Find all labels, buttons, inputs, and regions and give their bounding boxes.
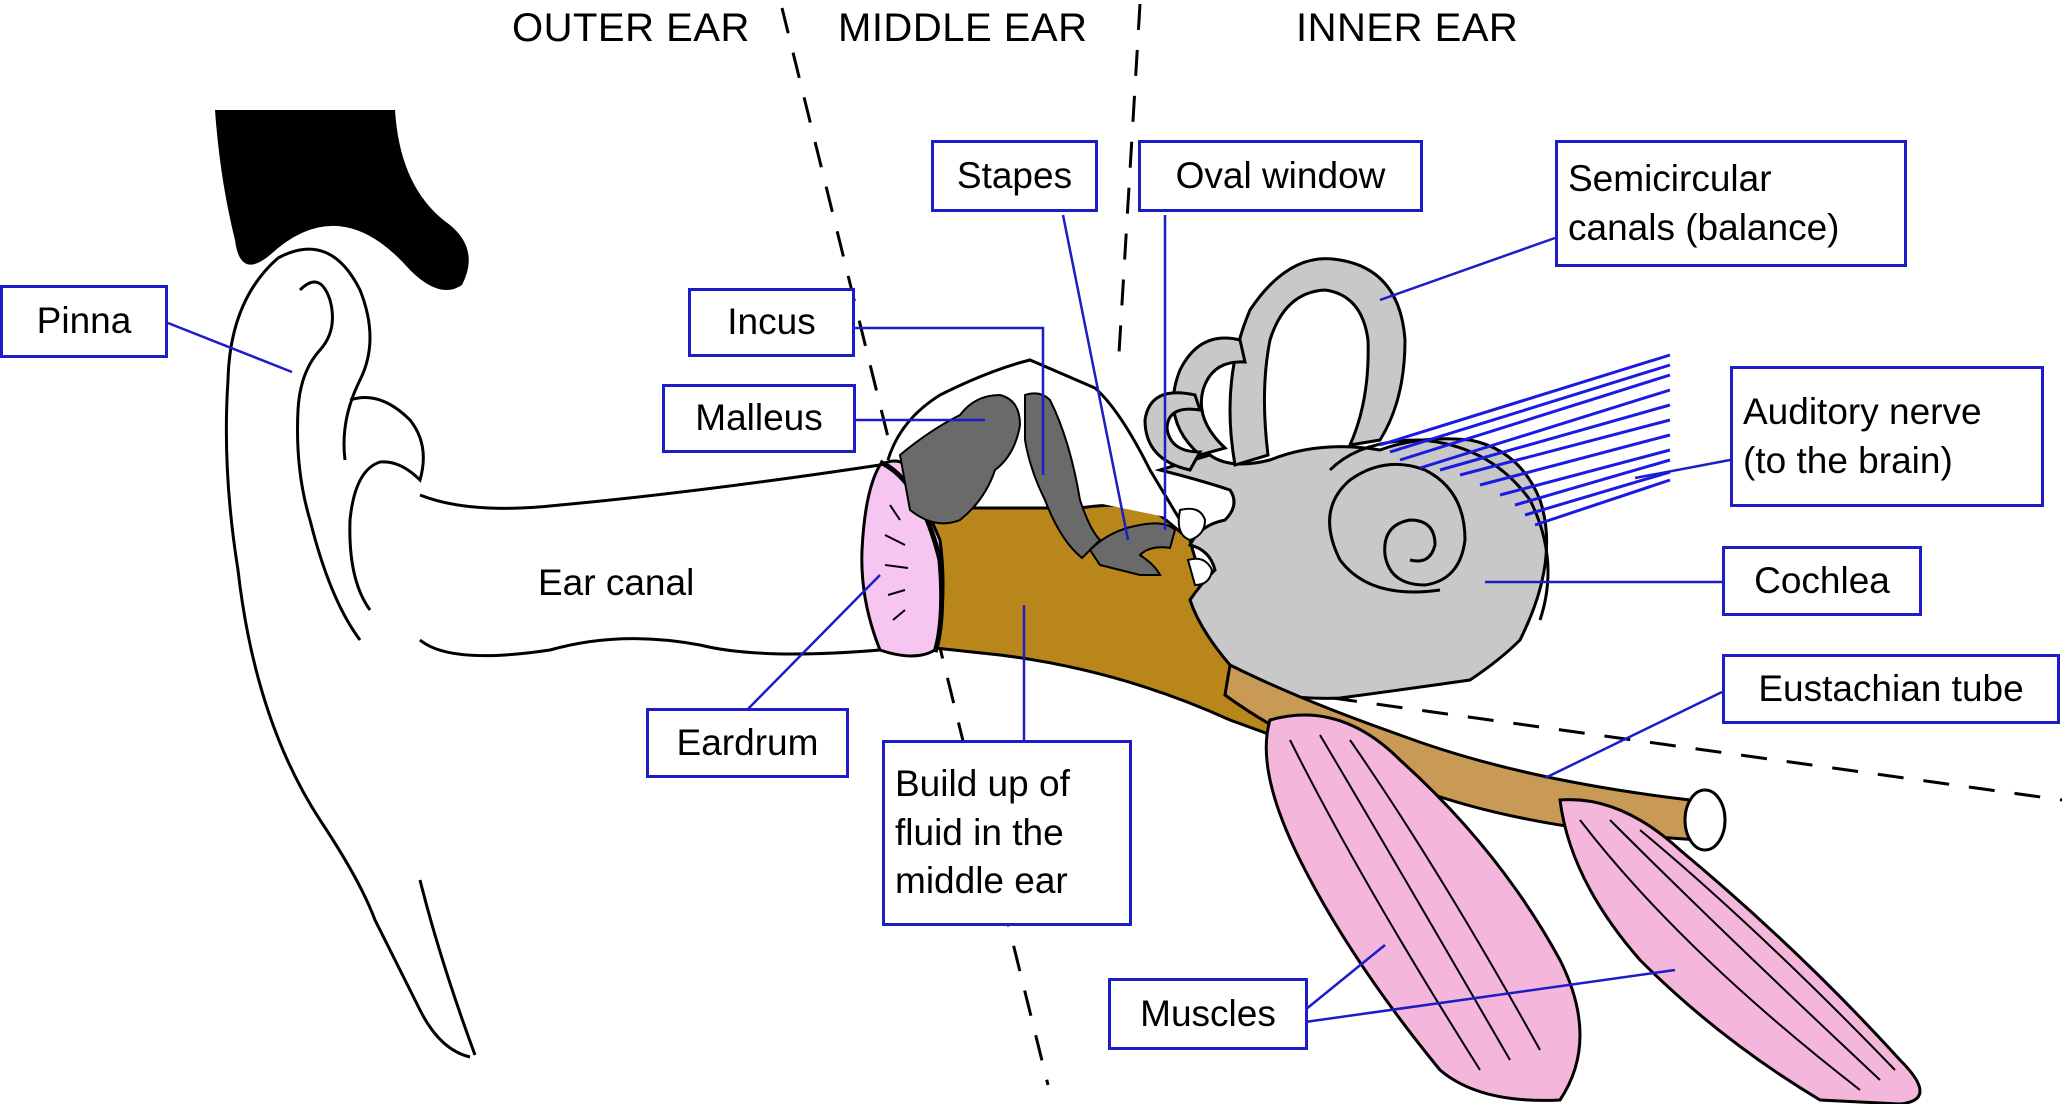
malleus-label-box: Malleus	[662, 384, 856, 453]
auditory-nerve-label: Auditory nerve (to the brain)	[1743, 390, 1982, 481]
middle-ear-title: MIDDLE EAR	[838, 6, 1088, 50]
auditory-nerve-fibers	[1379, 353, 1671, 527]
semicircular-leader	[1379, 236, 1556, 302]
cochlea-label-box: Cochlea	[1722, 546, 1922, 616]
auditory-nerve-label-box: Auditory nerve (to the brain)	[1730, 366, 2044, 507]
eardrum-label: Eardrum	[676, 721, 819, 763]
muscles-leader-a	[1304, 944, 1386, 1011]
eustachian-leader	[1544, 690, 1723, 780]
hair-shape	[215, 110, 469, 290]
pinna-inner-fold	[296, 280, 362, 641]
pinna-label: Pinna	[36, 300, 132, 342]
outer-ear-title: OUTER EAR	[512, 6, 750, 50]
muscles-leader-b	[1304, 968, 1676, 1024]
fluid-label-box: Build up of fluid in the middle ear	[882, 740, 1132, 926]
eardrum-edge	[878, 459, 945, 653]
malleus-bone	[898, 393, 1022, 525]
stapes-leader	[1061, 214, 1130, 541]
muscle-upper	[1264, 713, 1582, 1102]
pinna-rim	[277, 247, 372, 461]
inner-lower-divider	[1239, 683, 2062, 802]
canal-small	[1143, 391, 1203, 472]
malleus-label: Malleus	[695, 397, 823, 439]
ear-canal-label: Ear canal	[538, 562, 695, 603]
auditory-nerve-leader	[1634, 458, 1731, 480]
fluid-label: Build up of fluid in the middle ear	[895, 762, 1070, 902]
eustachian-label-box: Eustachian tube	[1722, 654, 2060, 724]
stapes-label: Stapes	[956, 154, 1073, 196]
pinna-label-box: Pinna	[0, 285, 168, 358]
inner-ear-title: INNER EAR	[1296, 6, 1519, 50]
oval-window-membrane	[1177, 507, 1207, 542]
muscle-fibers	[1289, 734, 1896, 1091]
incus-label-box: Incus	[688, 288, 855, 357]
eustachian-label: Eustachian tube	[1758, 667, 2024, 709]
ear-canal-outline	[419, 463, 882, 658]
cochlea-shell	[1328, 438, 1550, 621]
oval-window-label: Oval window	[1175, 154, 1386, 196]
incus-label: Incus	[727, 301, 816, 343]
round-window	[1186, 557, 1214, 587]
semicircular-label: Semicircular canals (balance)	[1568, 157, 1840, 248]
cochlea-label: Cochlea	[1754, 559, 1890, 601]
canal-large	[1228, 257, 1407, 467]
stapes-label-box: Stapes	[931, 140, 1098, 212]
incus-leader	[855, 326, 1045, 475]
muscles-label: Muscles	[1140, 992, 1276, 1034]
eardrum-leader	[744, 574, 881, 713]
pinna-lobe	[418, 879, 477, 1056]
eardrum-lines	[884, 504, 909, 621]
leader-lines	[167, 214, 1731, 1024]
pinna-leader	[167, 321, 293, 374]
stapes-bone	[1088, 522, 1177, 576]
cochlea-spiral	[1328, 462, 1467, 594]
oval-window-label-box: Oval window	[1138, 140, 1423, 212]
muscles-label-box: Muscles	[1108, 978, 1308, 1050]
semicircular-label-box: Semicircular canals (balance)	[1555, 140, 1907, 267]
muscle-lower	[1558, 798, 1922, 1106]
middle-inner-divider	[1116, 3, 1142, 371]
pinna-helix	[348, 396, 425, 611]
eustachian-tube-opening	[1683, 788, 1727, 852]
pinna-outline	[224, 256, 471, 1059]
eardrum-label-box: Eardrum	[646, 708, 849, 778]
